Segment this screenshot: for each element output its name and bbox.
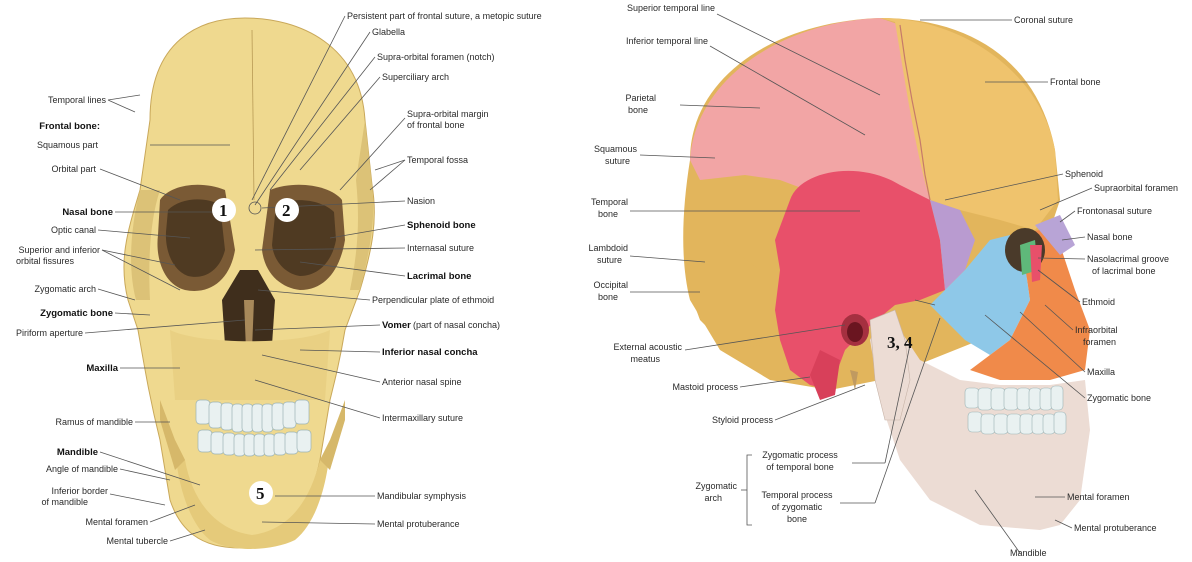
label-ramus-of-mandible: Ramus of mandible [55,417,133,427]
label-nasion: Nasion [407,196,435,206]
label-mental-tubercle: Mental tubercle [106,536,168,546]
label-angle-of-mandible: Angle of mandible [46,464,118,474]
lateral-arch-labels: Zygomatic process of temporal bone Tempo… [761,450,838,524]
label-anterior-nasal-spine: Anterior nasal spine [382,377,462,387]
label-glabella: Glabella [372,27,405,37]
label-inferior-nasal-concha: Inferior nasal concha [382,347,478,358]
label-zygomatic-arch-lat-2: arch [704,493,722,503]
label-zygomatic-bone: Zygomatic bone [40,308,113,319]
label-frontal-bone-lat: Frontal bone [1050,77,1101,87]
label-inferior-border-1: Inferior border [51,486,108,496]
label-mental-protuberance-ant: Mental protuberance [377,519,460,529]
label-occipital-1: Occipital [593,280,628,290]
label-zygomatic-arch: Zygomatic arch [34,284,96,294]
label-styloid-process: Styloid process [712,415,774,425]
label-external-acoustic-1: External acoustic [613,342,682,352]
label-inferior-border-2: of mandible [41,497,88,507]
label-temporal-process-3: bone [787,514,807,524]
label-nasolacrimal-groove-2: of lacrimal bone [1092,266,1156,276]
label-temporal-fossa: Temporal fossa [407,155,468,165]
marker-2: 2 [282,201,291,220]
marker-5: 5 [256,484,265,503]
label-infraorbital-1: Infraorbital [1075,325,1118,335]
label-nasal-bone-lat: Nasal bone [1087,232,1133,242]
lateral-skull-illustration [683,18,1090,530]
label-mandible: Mandible [57,447,98,458]
label-nasolacrimal-groove-1: Nasolacrimal groove [1087,254,1169,264]
label-superciliary-arch: Superciliary arch [382,72,449,82]
label-optic-canal: Optic canal [51,225,96,235]
marker-1: 1 [219,201,228,220]
label-squamous-1: Squamous [594,144,638,154]
label-internasal-suture: Internasal suture [407,243,474,253]
anterior-right-labels: Persistent part of frontal suture, a met… [347,11,542,529]
label-temporal-1: Temporal [591,197,628,207]
label-supraorbital-foramen-lat: Supraorbital foramen [1094,183,1178,193]
label-perpendicular-plate: Perpendicular plate of ethmoid [372,295,494,305]
label-parietal-2: bone [628,105,648,115]
label-zygomatic-bone-lat: Zygomatic bone [1087,393,1151,403]
label-infraorbital-2: foramen [1083,337,1116,347]
label-temporal-process-1: Temporal process [761,490,833,500]
label-part-of-nasal-concha: (part of nasal concha) [413,320,500,330]
label-sphenoid: Sphenoid [1065,169,1103,179]
label-occipital-2: bone [598,292,618,302]
label-nasal-bone: Nasal bone [62,207,113,218]
label-lacrimal-bone: Lacrimal bone [407,271,471,282]
label-zygomatic-process-1: Zygomatic process [762,450,838,460]
label-mastoid-process: Mastoid process [672,382,738,392]
label-orbital-fissures-1: Superior and inferior [18,245,100,255]
label-coronal-suture: Coronal suture [1014,15,1073,25]
label-supraorbital-margin-1: Supra-orbital margin [407,109,489,119]
label-supraorbital-foramen: Supra-orbital foramen (notch) [377,52,495,62]
label-frontonasal-suture: Frontonasal suture [1077,206,1152,216]
label-zygomatic-process-2: of temporal bone [766,462,834,472]
label-metopic-suture: Persistent part of frontal suture, a met… [347,11,542,21]
label-supraorbital-margin-2: of frontal bone [407,120,465,130]
marker-3-4: 3, 4 [887,333,913,352]
label-inferior-temporal-line: Inferior temporal line [626,36,708,46]
label-orbital-part: Orbital part [51,164,96,174]
label-mental-protuberance-lat: Mental protuberance [1074,523,1157,533]
label-superior-temporal-line: Superior temporal line [627,3,715,13]
label-external-acoustic-2: meatus [630,354,660,364]
label-parietal-1: Parietal [625,93,656,103]
label-mandibular-symphysis: Mandibular symphysis [377,491,467,501]
label-temporal-process-2: of zygomatic [772,502,823,512]
label-zygomatic-arch-lat-1: Zygomatic [695,481,737,491]
anterior-skull-illustration [124,18,374,549]
label-maxilla-lat: Maxilla [1087,367,1115,377]
label-mental-foramen-lat: Mental foramen [1067,492,1130,502]
label-frontal-bone: Frontal bone: [39,121,100,132]
label-piriform-aperture: Piriform aperture [16,328,83,338]
lateral-markers: 3, 4 [887,333,913,352]
label-sphenoid-bone: Sphenoid bone [407,220,476,231]
label-lambdoid-2: suture [597,255,622,265]
label-lambdoid-1: Lambdoid [588,243,628,253]
label-mental-foramen-ant: Mental foramen [85,517,148,527]
label-vomer: Vomer [382,320,411,331]
label-ethmoid: Ethmoid [1082,297,1115,307]
label-temporal-lines: Temporal lines [48,95,107,105]
label-orbital-fissures-2: orbital fissures [16,256,75,266]
label-intermaxillary-suture: Intermaxillary suture [382,413,463,423]
label-squamous-part: Squamous part [37,140,99,150]
label-maxilla: Maxilla [86,363,118,374]
label-squamous-2: suture [605,156,630,166]
label-temporal-2: bone [598,209,618,219]
label-mandible-lat: Mandible [1010,548,1047,558]
